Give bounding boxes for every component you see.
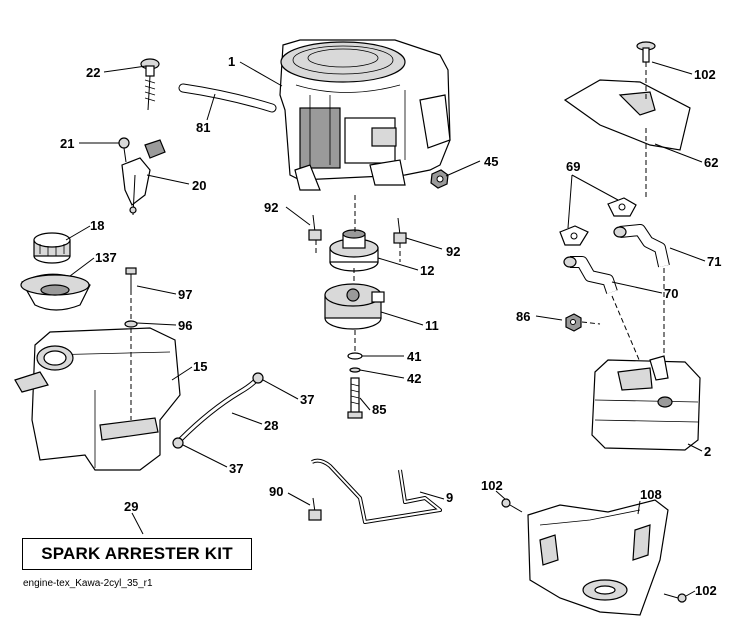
bolt-part-90	[308, 497, 322, 521]
alignment-lines	[130, 62, 665, 420]
clutch-part	[324, 283, 385, 330]
gasket-part-69-right	[607, 197, 637, 217]
clamp-part-37-bottom	[172, 437, 184, 449]
label-97: 97	[178, 287, 192, 302]
label-90: 90	[269, 484, 283, 499]
muffler-part	[591, 355, 701, 451]
label-45: 45	[484, 154, 498, 169]
label-29: 29	[124, 499, 138, 514]
bolt-part-97	[125, 267, 137, 295]
label-28: 28	[264, 418, 278, 433]
spark-arrester-kit-box: SPARK ARRESTER KIT	[22, 538, 252, 570]
engine-part	[279, 39, 451, 191]
nut-part-86	[565, 313, 582, 332]
muffler-guard-part	[527, 499, 669, 616]
fuel-tank-part	[14, 327, 181, 471]
label-102-bottom: 102	[695, 583, 717, 598]
label-11: 11	[425, 318, 439, 333]
label-86: 86	[516, 309, 530, 324]
label-9: 9	[446, 490, 453, 505]
label-18: 18	[90, 218, 104, 233]
diagram-caption: engine-tex_Kawa-2cyl_35_r1	[23, 578, 153, 589]
bolt-part-92-left	[308, 214, 322, 241]
label-85: 85	[372, 402, 386, 417]
label-1: 1	[228, 54, 235, 69]
label-70: 70	[664, 286, 678, 301]
callout-labels: 1 81 22 21 20 45 92 92 12 18 137 97 96 1…	[60, 54, 721, 598]
screw-part-102-middle	[501, 498, 523, 513]
screw-part-102-top	[636, 41, 656, 63]
label-37-bottom: 37	[229, 461, 243, 476]
bolt-part-92-right	[393, 217, 407, 244]
label-96: 96	[178, 318, 192, 333]
label-41: 41	[407, 349, 421, 364]
screw-part-102-bottom	[663, 593, 687, 603]
label-137: 137	[95, 250, 117, 265]
washer-part-41	[347, 352, 363, 360]
washer-part-96	[124, 320, 138, 328]
nut-part-45	[430, 169, 449, 189]
label-62: 62	[704, 155, 718, 170]
label-108: 108	[640, 487, 662, 502]
label-12: 12	[420, 263, 434, 278]
label-37-top: 37	[300, 392, 314, 407]
gasket-part-69-left	[559, 225, 589, 246]
label-81: 81	[196, 120, 210, 135]
label-102-middle: 102	[481, 478, 503, 493]
bolt-part-85	[347, 377, 363, 419]
label-2: 2	[704, 444, 711, 459]
leader-lines	[65, 61, 706, 597]
spark-arrester-kit-label: SPARK ARRESTER KIT	[41, 544, 233, 563]
pulley-part	[329, 229, 379, 272]
label-21: 21	[60, 136, 74, 151]
label-22: 22	[86, 65, 100, 80]
fuel-cap-part	[33, 232, 71, 264]
label-92-left: 92	[264, 200, 278, 215]
throttle-bracket-part	[118, 137, 166, 216]
label-69: 69	[566, 159, 580, 174]
label-20: 20	[192, 178, 206, 193]
label-71: 71	[707, 254, 721, 269]
heat-shield-part	[563, 79, 691, 151]
label-15: 15	[193, 359, 207, 374]
washer-part-42	[349, 367, 361, 373]
funnel-part	[20, 273, 91, 311]
label-92-right: 92	[446, 244, 460, 259]
label-102-top: 102	[694, 67, 716, 82]
clamp-part-37-top	[252, 372, 264, 384]
label-42: 42	[407, 371, 421, 386]
